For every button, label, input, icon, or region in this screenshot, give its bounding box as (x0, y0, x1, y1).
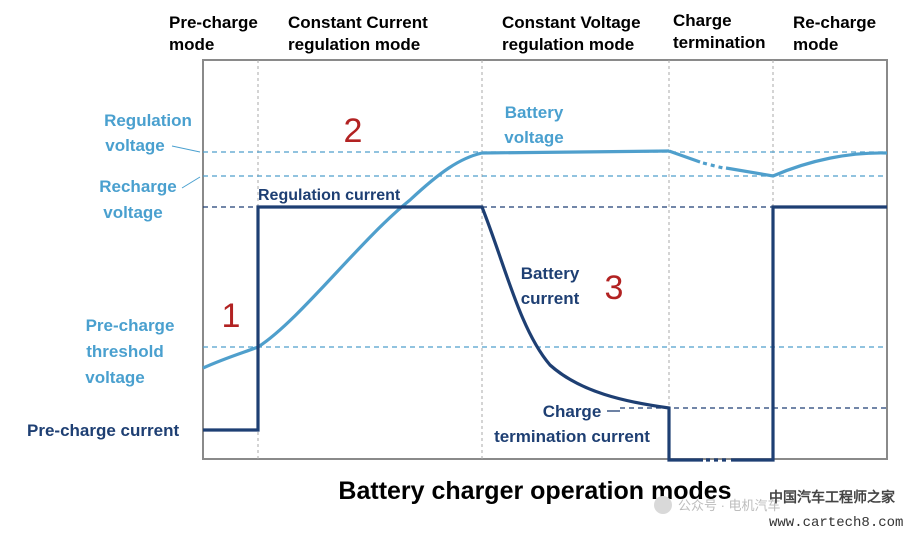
diagram-title: Battery charger operation modes (338, 477, 731, 505)
battery-current-curve (203, 205, 703, 462)
phase-number-1: 1 (222, 297, 241, 335)
voltage-decay-dotted (702, 161, 724, 170)
label-regulation-current: Regulation current (258, 187, 401, 204)
voltage-recharge-curve (725, 151, 888, 178)
watermark-brand: 中国汽车工程师之家 (769, 489, 896, 505)
battery-voltage-curve (202, 149, 670, 370)
voltage-decay-start (668, 149, 701, 164)
current-recharge-step (731, 205, 887, 462)
watermark: 公众号 · 电机汽车 中国汽车工程师之家 www.cartech8.com (654, 489, 903, 531)
watermark-channel: 公众号 · 电机汽车 (678, 498, 781, 513)
label-precharge-current: Pre-charge current (27, 421, 179, 440)
watermark-logo-icon (654, 496, 672, 514)
leader-regulation-voltage (171, 145, 201, 153)
watermark-url: www.cartech8.com (769, 515, 903, 531)
phase-number-2: 2 (344, 112, 363, 150)
leader-recharge-voltage (181, 176, 201, 189)
phase-number-3: 3 (605, 269, 624, 307)
